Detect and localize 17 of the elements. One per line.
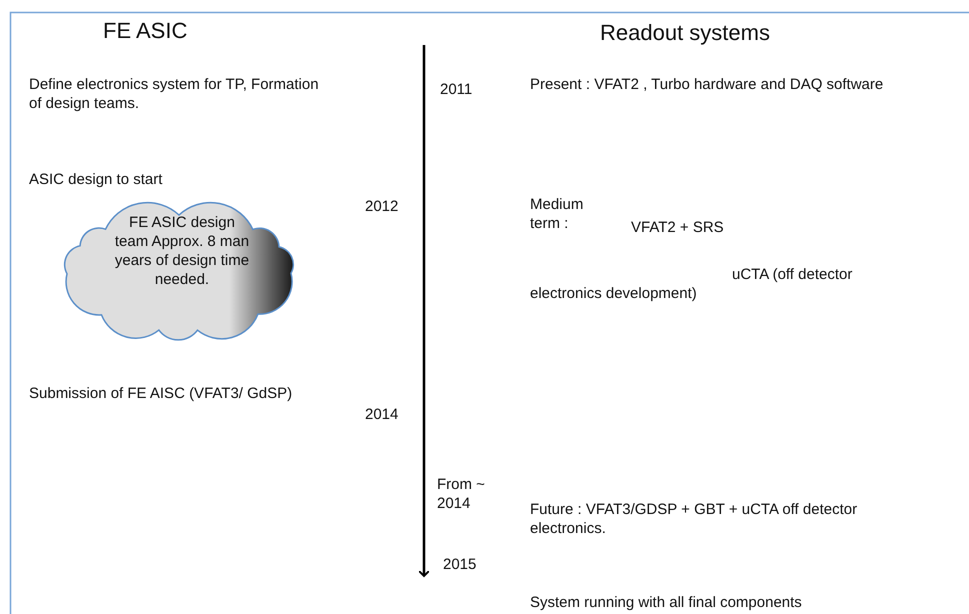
milestone-text: ASIC design to start bbox=[29, 170, 164, 189]
milestone-text: System running with all final components bbox=[530, 593, 803, 612]
phase-label: Medium term : bbox=[530, 195, 584, 233]
column-heading: FE ASIC bbox=[103, 18, 188, 44]
cloud-text: FE ASIC design team Approx. 8 man years of design time needed. bbox=[114, 213, 250, 289]
milestone-text: Define electronics system for TP, Formation of design teams. bbox=[29, 75, 320, 113]
year-label: From ~ 2014 bbox=[437, 475, 486, 513]
milestone-text: Submission of FE AISC (VFAT3/ GdSP) bbox=[29, 384, 294, 404]
column-heading: Readout systems bbox=[600, 20, 771, 46]
year-label: 2014 bbox=[365, 405, 400, 424]
milestone-text: Present : VFAT2 , Turbo hardware and DAQ software bbox=[530, 75, 884, 94]
milestone-text: Future : VFAT3/GDSP + GBT + uCTA off detector electronics. bbox=[530, 500, 858, 538]
milestone-text: uCTA (off detector electronics development) bbox=[530, 265, 854, 303]
year-label: 2012 bbox=[365, 197, 400, 216]
milestone-text: VFAT2 + SRS bbox=[631, 218, 725, 237]
year-label: 2011 bbox=[440, 80, 474, 99]
year-label: 2015 bbox=[443, 555, 478, 574]
